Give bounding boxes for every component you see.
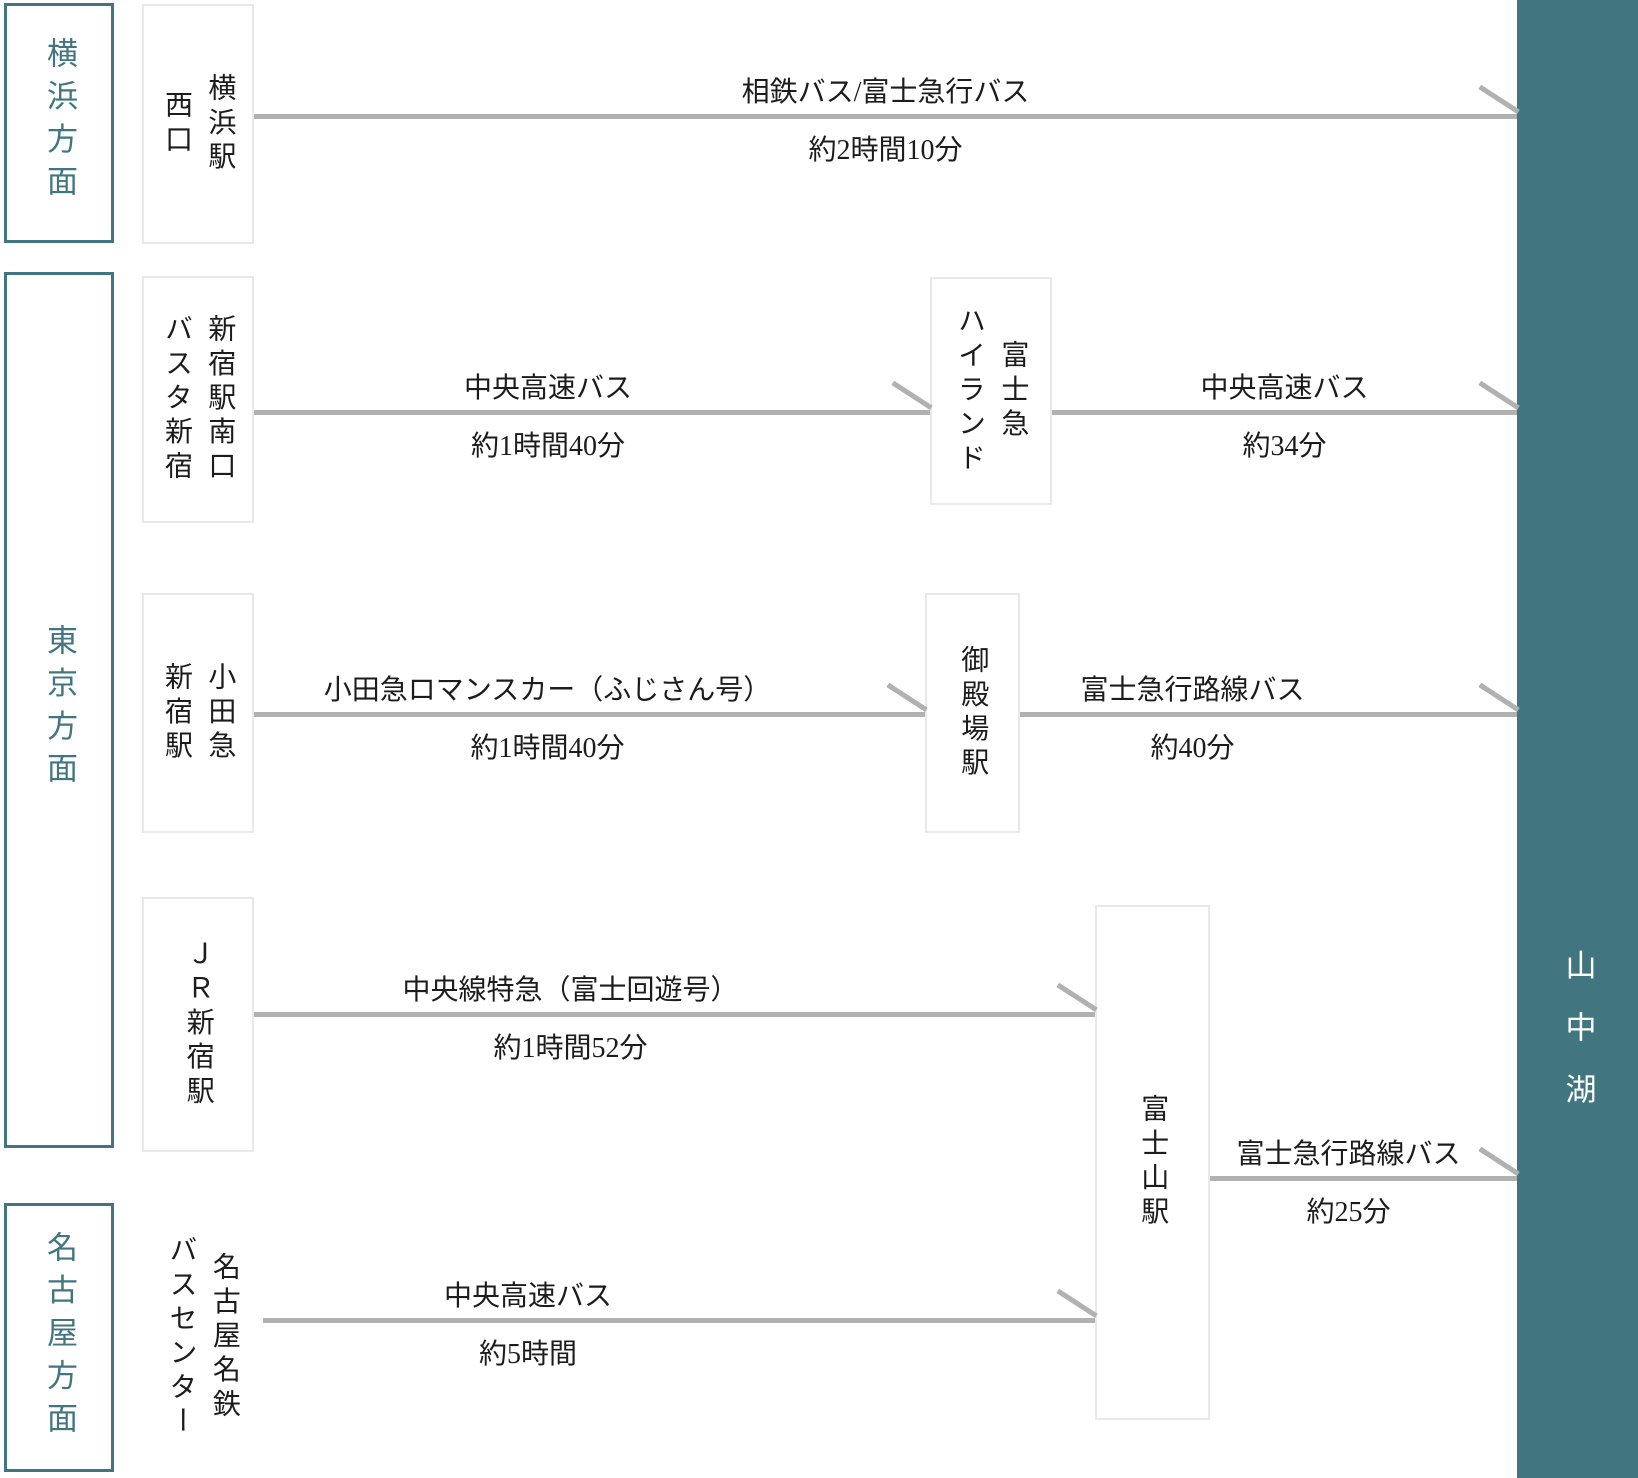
- direction-label: 横浜方面: [42, 37, 78, 209]
- direction-box-tokyo: 東京方面: [4, 272, 114, 1148]
- station-nagoya-meitetsu-bus-center: 名古屋名鉄 バスセンター: [150, 1222, 255, 1452]
- station-label: 名古屋名鉄 バスセンター: [165, 1234, 240, 1440]
- duration-label: 約2時間10分: [808, 135, 963, 166]
- duration-label: 約1時間40分: [470, 733, 625, 764]
- duration-label: 約1時間52分: [493, 1033, 648, 1064]
- direction-box-yokohama: 横浜方面: [4, 3, 114, 243]
- transport-mode-label: 中央高速バス: [1200, 373, 1369, 404]
- route-jr-shinjuku-to-fujisan: 中央線特急（富士回遊号） 約1時間52分: [254, 968, 1098, 1064]
- station-label: ＪＲ新宿駅: [182, 939, 214, 1110]
- direction-label: 東京方面: [42, 624, 78, 796]
- route-nagoya-to-fujisan: 中央高速バス 約5時間: [263, 1274, 1098, 1370]
- arrow-line: [254, 1012, 1095, 1017]
- destination-label: 山中湖: [1560, 948, 1596, 1135]
- station-box-busta-shinjuku: 新宿駅南口 バスタ新宿: [142, 276, 254, 523]
- direction-box-nagoya: 名古屋方面: [4, 1203, 114, 1472]
- route-odakyu-to-gotemba: 小田急ロマンスカー（ふじさん号） 約1時間40分: [254, 668, 928, 764]
- arrow-line: [1020, 712, 1517, 717]
- duration-label: 約5時間: [478, 1339, 577, 1370]
- arrow-line: [254, 712, 925, 717]
- route-fujisan-to-yamanakako: 富士急行路線バス 約25分: [1210, 1132, 1520, 1228]
- station-label: 横浜駅 西口: [161, 72, 236, 176]
- arrow-line: [1210, 1176, 1517, 1181]
- transport-mode-label: 中央線特急（富士回遊号）: [402, 975, 739, 1006]
- arrow-line: [254, 114, 1517, 119]
- transport-mode-label: 相鉄バス/富士急行バス: [741, 77, 1030, 108]
- direction-label: 名古屋方面: [42, 1230, 78, 1445]
- duration-label: 約1時間40分: [470, 431, 625, 462]
- transport-mode-label: 富士急行路線バス: [1236, 1139, 1461, 1170]
- arrow-line: [263, 1318, 1095, 1323]
- route-gotemba-to-yamanakako: 富士急行路線バス 約40分: [1020, 668, 1520, 764]
- station-box-yokohama-west-exit: 横浜駅 西口: [142, 4, 254, 244]
- station-label: 富士山駅: [1137, 1094, 1169, 1231]
- destination-panel: 山中湖: [1517, 0, 1638, 1478]
- duration-label: 約40分: [1150, 733, 1235, 764]
- arrow-line: [1052, 410, 1517, 415]
- duration-label: 約25分: [1306, 1197, 1391, 1228]
- station-label: 小田急 新宿駅: [161, 661, 236, 765]
- route-highland-to-yamanakako: 中央高速バス 約34分: [1052, 366, 1520, 462]
- duration-label: 約34分: [1242, 431, 1327, 462]
- station-label: 富士急 ハイランド: [954, 305, 1029, 477]
- transport-mode-label: 富士急行路線バス: [1080, 675, 1305, 706]
- station-box-gotemba: 御殿場駅: [925, 593, 1020, 833]
- arrow-line: [254, 410, 930, 415]
- transport-mode-label: 中央高速バス: [463, 373, 632, 404]
- transport-mode-label: 中央高速バス: [443, 1281, 612, 1312]
- route-busta-to-highland: 中央高速バス 約1時間40分: [254, 366, 933, 462]
- station-label: 新宿駅南口 バスタ新宿: [161, 314, 236, 485]
- station-box-jr-shinjuku: ＪＲ新宿駅: [142, 897, 254, 1152]
- station-box-fujisan: 富士山駅: [1095, 905, 1210, 1420]
- transport-mode-label: 小田急ロマンスカー（ふじさん号）: [323, 675, 772, 706]
- station-box-odakyu-shinjuku: 小田急 新宿駅: [142, 593, 254, 833]
- station-label: 御殿場駅: [957, 644, 989, 782]
- route-yokohama-to-yamanakako: 相鉄バス/富士急行バス 約2時間10分: [254, 70, 1520, 166]
- station-box-fujikyu-highland: 富士急 ハイランド: [930, 277, 1052, 505]
